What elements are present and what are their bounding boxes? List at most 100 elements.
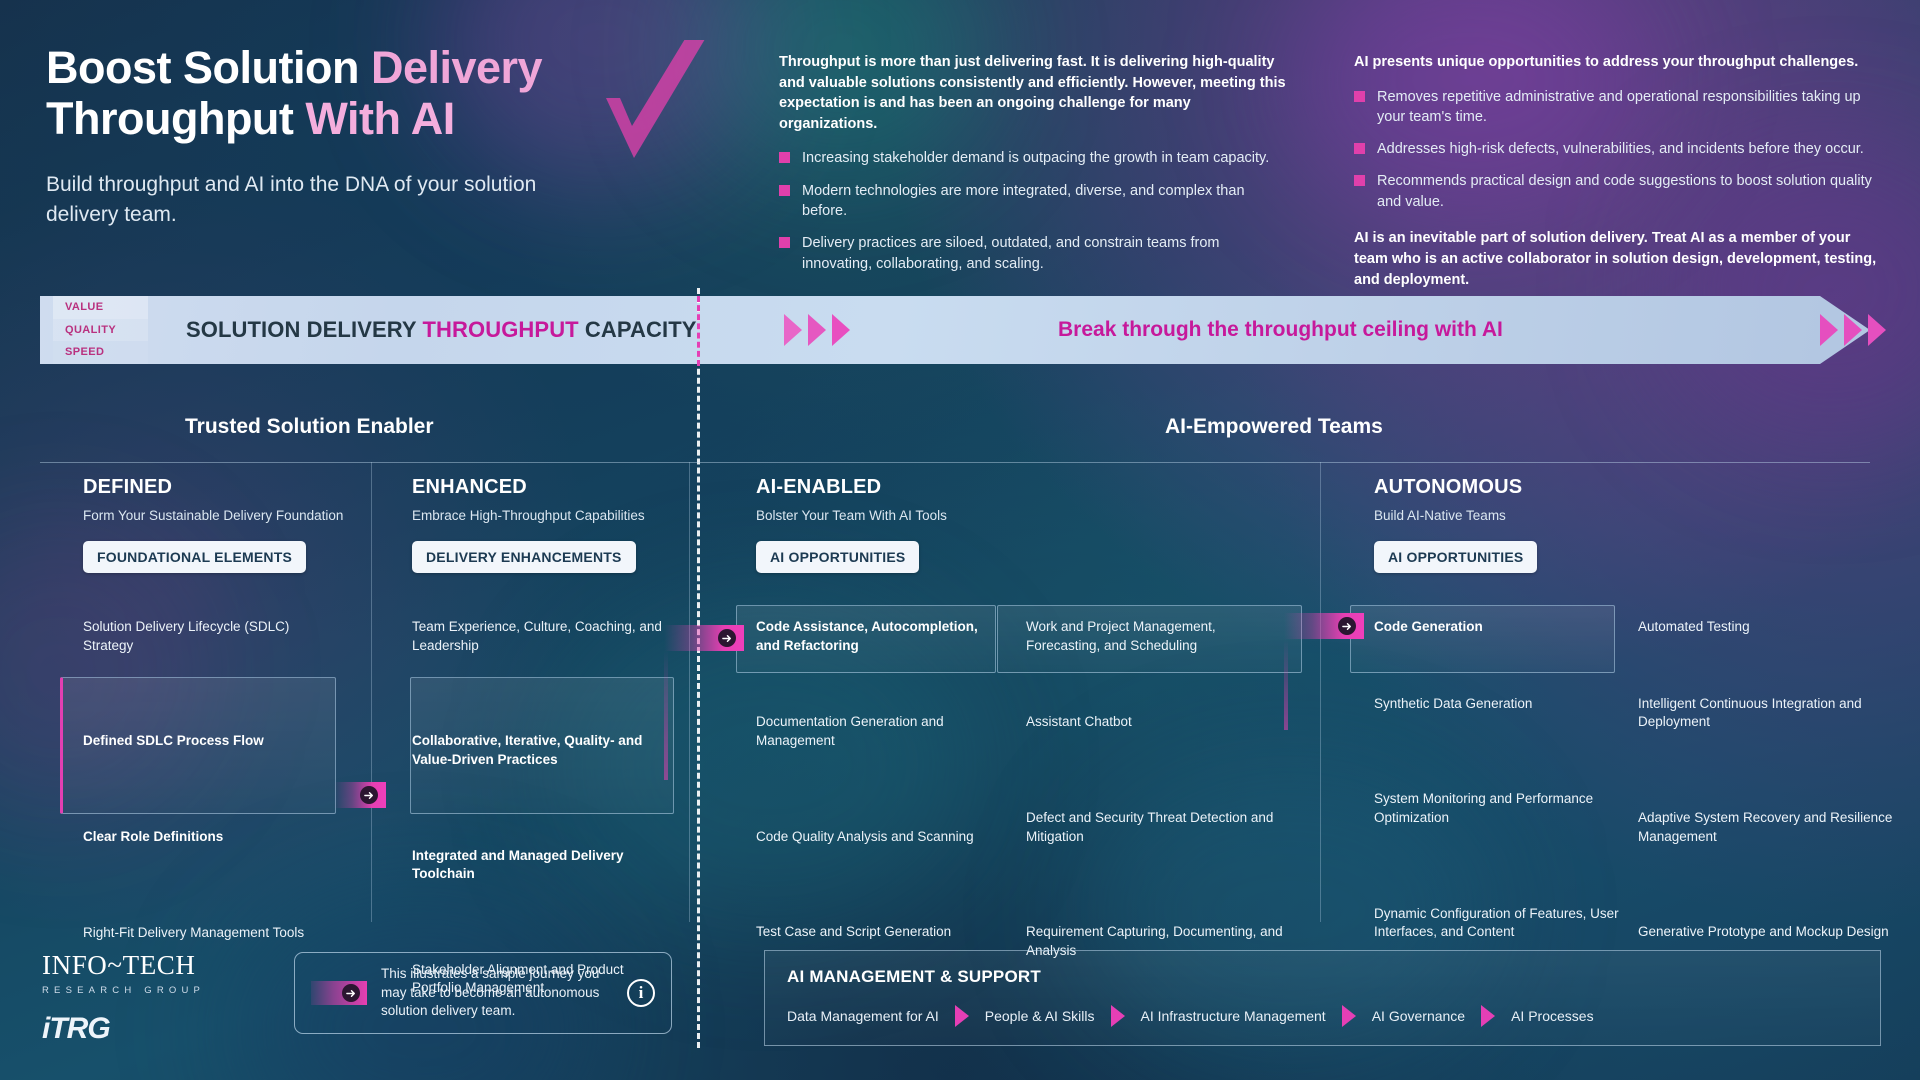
list-item: Code Generation [1374, 619, 1483, 634]
banner-chevrons-right [1820, 314, 1886, 346]
stage-subtitle: Build AI-Native Teams [1374, 508, 1506, 523]
list-item: Generative Prototype and Mockup Design [1638, 924, 1889, 940]
stage-subtitle: Embrace High-Throughput Capabilities [412, 508, 645, 523]
intro-right-lead: AI presents unique opportunities to addr… [1354, 54, 1859, 70]
connector-ai-enabled-to-autonomous [1284, 613, 1364, 639]
connector-riser [664, 650, 668, 780]
list-item: Solution Delivery Lifecycle (SDLC) Strat… [83, 619, 290, 653]
list-item: Defined SDLC Process Flow [83, 733, 264, 749]
ai-management-items: Data Management for AI People & AI Skill… [787, 1005, 1858, 1027]
items-ai-enabled-col-b: Work and Project Management, Forecasting… [1026, 618, 1284, 960]
banner-label-value: VALUE [53, 296, 148, 319]
highlight-box-defined [60, 677, 336, 814]
stage-name: ENHANCED [412, 476, 527, 498]
list-item: Right-Fit Delivery Management Tools [83, 924, 305, 940]
intro-middle-lead: Throughput is more than just delivering … [779, 54, 1286, 132]
section-title-right: AI-Empowered Teams [1165, 415, 1383, 438]
ai-management-item: People & AI Skills [984, 1008, 1095, 1024]
chevron-right-icon [1844, 314, 1862, 346]
stage-subtitle: Bolster Your Team With AI Tools [756, 508, 947, 523]
items-defined: Solution Delivery Lifecycle (SDLC) Strat… [83, 618, 335, 942]
info-icon[interactable]: i [627, 979, 655, 1007]
column-separator [1320, 462, 1321, 922]
stage-divider-line [40, 462, 1870, 463]
stage-defined: DEFINED Form Your Sustainable Delivery F… [83, 476, 343, 573]
list-item-label: Recommends practical design and code sug… [1377, 173, 1872, 210]
list-item-label: Delivery practices are siloed, outdated,… [802, 235, 1220, 272]
chevron-right-icon [832, 314, 850, 346]
logo-wordmark: INFO~TECH [42, 950, 196, 980]
list-item: Modern technologies are more integrated,… [779, 181, 1289, 222]
ai-management-panel: AI MANAGEMENT & SUPPORT Data Management … [764, 950, 1881, 1046]
list-item: Clear Role Definitions [83, 828, 224, 844]
chevron-right-icon [1868, 314, 1886, 346]
list-item: Stakeholder Alignment and Product Portfo… [412, 961, 624, 996]
chevron-right-icon [1820, 314, 1838, 346]
list-item: Documentation Generation and Management [756, 714, 944, 748]
column-separator [371, 462, 372, 922]
banner-title: SOLUTION DELIVERY THROUGHPUT CAPACITY [186, 317, 697, 343]
list-item: Team Experience, Culture, Coaching, and … [412, 619, 662, 653]
list-item: Adaptive System Recovery and Resilience … [1638, 809, 1893, 844]
list-item: Code Quality Analysis and Scanning [756, 828, 974, 844]
stage-name: DEFINED [83, 476, 173, 498]
legend-callout: This illustrates a sample journey you ma… [294, 952, 672, 1034]
stage-name: AUTONOMOUS [1374, 476, 1523, 498]
highlight-box-work-project-management [997, 605, 1302, 673]
logo-tagline: RESEARCH GROUP [42, 985, 206, 996]
intro-right-closing: AI is an inevitable part of solution del… [1354, 230, 1877, 289]
list-item-label: Modern technologies are more integrated,… [802, 182, 1245, 219]
list-item-label: Increasing stakeholder demand is outpaci… [802, 150, 1270, 167]
bullet-square-icon [779, 237, 790, 249]
section-title-left: Trusted Solution Enabler [185, 415, 434, 438]
list-item: Integrated and Managed Delivery Toolchai… [412, 847, 624, 882]
connector-riser [1284, 640, 1288, 730]
list-item: System Monitoring and Performance Optimi… [1374, 791, 1594, 825]
list-item: Dynamic Configuration of Features, User … [1374, 905, 1619, 940]
banner-title-highlight: THROUGHPUT [422, 317, 579, 342]
banner-title-post: CAPACITY [578, 317, 697, 342]
arrow-right-icon [360, 786, 378, 804]
arrow-right-icon [1338, 617, 1356, 635]
throughput-banner: VALUE QUALITY SPEED SOLUTION DELIVERY TH… [40, 296, 1886, 364]
list-item: Collaborative, Iterative, Quality- and V… [412, 733, 643, 767]
list-item: Removes repetitive administrative and op… [1354, 87, 1884, 128]
center-divider [697, 288, 700, 1048]
arrow-right-icon [1481, 1005, 1496, 1027]
banner-title-pre: SOLUTION DELIVERY [186, 317, 423, 342]
list-item: Test Case and Script Generation [756, 924, 952, 940]
ai-management-item: Data Management for AI [787, 1008, 939, 1024]
banner-body [40, 296, 1820, 364]
stage-pill-ai-opportunities[interactable]: AI OPPORTUNITIES [1374, 541, 1538, 573]
intro-middle-column: Throughput is more than just delivering … [779, 52, 1289, 286]
stage-subtitle: Form Your Sustainable Delivery Foundatio… [83, 508, 344, 523]
stage-pill-foundational-elements[interactable]: FOUNDATIONAL ELEMENTS [83, 541, 307, 573]
banner-label-speed: SPEED [53, 341, 148, 364]
list-item: Synthetic Data Generation [1374, 695, 1533, 711]
page-subtitle: Build throughput and AI into the DNA of … [46, 173, 537, 226]
chevron-right-icon [784, 314, 802, 346]
title-line1-pink: Delivery [370, 42, 543, 93]
highlight-box-code-generation [1350, 605, 1615, 673]
banner-message: Break through the throughput ceiling wit… [1058, 318, 1503, 341]
center-divider-banner-segment [697, 296, 700, 366]
bullet-square-icon [1354, 175, 1365, 187]
list-item: Automated Testing [1638, 619, 1750, 634]
legend-arrow-swatch [311, 981, 367, 1005]
items-autonomous-col-b: Automated Testing Intelligent Continuous… [1638, 618, 1893, 942]
list-item: Delivery practices are siloed, outdated,… [779, 233, 1289, 274]
list-item: Work and Project Management, Forecasting… [1026, 619, 1216, 653]
items-ai-enabled-col-a: Code Assistance, Autocompletion, and Ref… [756, 618, 1004, 942]
title-line1-white: Boost Solution [46, 42, 371, 93]
logo-mark-itrg: iTRG [42, 1012, 111, 1045]
chevron-right-icon [808, 314, 826, 346]
stage-pill-delivery-enhancements[interactable]: DELIVERY ENHANCEMENTS [412, 541, 636, 573]
ai-management-item: AI Governance [1371, 1008, 1466, 1024]
highlight-box-enhanced [410, 677, 674, 814]
intro-right-column: AI presents unique opportunities to addr… [1354, 52, 1884, 291]
stage-pill-ai-opportunities[interactable]: AI OPPORTUNITIES [756, 541, 920, 573]
ai-management-title: AI MANAGEMENT & SUPPORT [787, 967, 1041, 986]
bullet-square-icon [779, 152, 790, 164]
